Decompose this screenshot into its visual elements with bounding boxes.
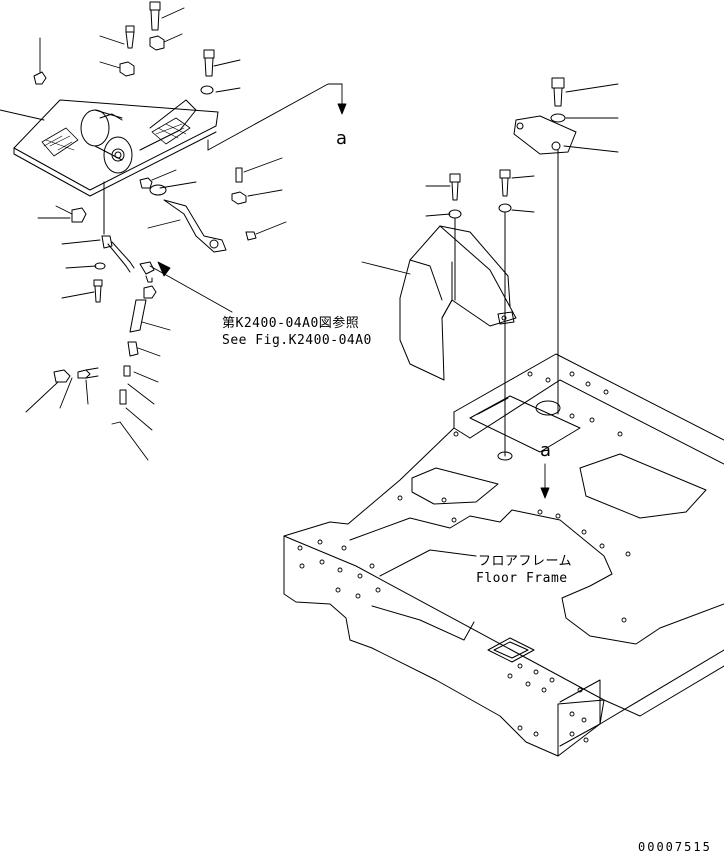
left-leader-lines xyxy=(0,7,347,461)
left-small-parts xyxy=(33,1,257,405)
right-bolts-and-plate xyxy=(448,77,577,457)
right-leader-lines xyxy=(361,83,619,499)
floor-frame-label-jp: フロアフレーム xyxy=(478,554,573,569)
floor-frame-label-en: Floor Frame xyxy=(476,571,568,586)
upper-plate-assembly xyxy=(13,99,219,197)
floor-frame xyxy=(283,353,724,757)
drawing-number: 00007515 xyxy=(638,840,712,854)
cover-guard xyxy=(399,225,517,381)
view-mark-upper: a xyxy=(336,128,348,149)
reference-en: See Fig.K2400-04A0 xyxy=(222,333,372,348)
reference-jp: 第K2400-04A0図参照 xyxy=(222,316,360,331)
view-mark-lower: a xyxy=(540,440,552,461)
